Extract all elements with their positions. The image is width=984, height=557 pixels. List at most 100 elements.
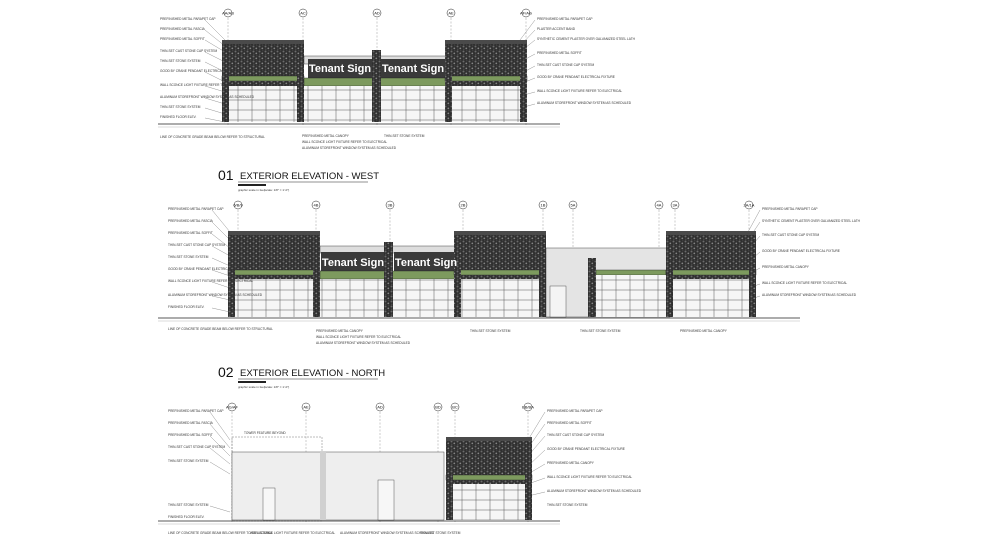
grid-tag: 2A/1A bbox=[744, 203, 755, 208]
callout-text: THIN-SET CAST STONE CAP SYSTEM bbox=[547, 433, 604, 437]
scale-note: graphic scale in feet bbox=[238, 188, 265, 192]
elevation-01-bottom-callouts: PREFINISHED METAL CANOPY WALL SCONCE LIG… bbox=[302, 134, 425, 150]
elevation-02-title: 02 EXTERIOR ELEVATION - NORTH graphic sc… bbox=[218, 364, 385, 389]
grid-tag: 3B bbox=[388, 203, 393, 208]
callout-text: WALL SCONCE LIGHT FIXTURE REFER TO ELECT… bbox=[168, 279, 253, 283]
grid-tag: AF/AG bbox=[520, 11, 532, 16]
grid-tag: 3A bbox=[673, 203, 678, 208]
callout-text: WALL SCONCE LIGHT FIXTURE REFER TO ELECT… bbox=[762, 281, 847, 285]
callout-text: THIN-SET STONE SYSTEM bbox=[420, 531, 461, 535]
elevation-number: 01 bbox=[218, 167, 234, 183]
grid-tag: AE bbox=[448, 11, 454, 16]
elevation-02-grid-tags: 6/B/9 4B 3B 2B 1B 5A 4A 3A 2A/1A bbox=[233, 200, 755, 210]
elevation-02-signs: Tenant Sign Tenant Sign bbox=[322, 257, 457, 269]
callout-text: ALUMINUM STOREFRONT WINDOW SYSTEM AS SCH… bbox=[547, 489, 642, 493]
callout-text: THIN-SET STONE SYSTEM bbox=[168, 255, 209, 259]
elevation-01-title: 01 EXTERIOR ELEVATION - WEST graphic sca… bbox=[218, 167, 379, 192]
callout-text: THIN-SET STONE SYSTEM bbox=[470, 329, 511, 333]
callout-text: THIN-SET CAST STONE CAP SYSTEM bbox=[762, 233, 819, 237]
callout-text: FINISHED FLOOR ELEV. bbox=[168, 305, 205, 309]
grid-tag: BD bbox=[435, 405, 441, 410]
tenant-sign: Tenant Sign bbox=[395, 257, 457, 269]
callout-text: THIN-SET CAST STONE CAP SYSTEM bbox=[537, 63, 594, 67]
grid-tag: 4A bbox=[657, 203, 662, 208]
callout-text: WALL SCONCE LIGHT FIXTURE REFER TO ELECT… bbox=[250, 531, 335, 535]
callout-text: PREFINISHED METAL CANOPY bbox=[302, 134, 350, 138]
callout-text: PREFINISHED METAL SOFFIT bbox=[160, 37, 205, 41]
elevation-01-callouts-right: PREFINISHED METAL PARAPET CAP PLASTER AC… bbox=[537, 17, 636, 105]
elevation-title: EXTERIOR ELEVATION - WEST bbox=[240, 171, 379, 182]
scale-note: graphic scale in feet bbox=[238, 385, 265, 389]
elevation-02-callouts-left: PREFINISHED METAL PARAPET CAP PREFINISHE… bbox=[168, 207, 273, 331]
callout-text: ALUMINUM STOREFRONT WINDOW SYSTEM AS SCH… bbox=[762, 293, 857, 297]
grid-tag: 1B bbox=[541, 203, 546, 208]
callout-text: PREFINISHED METAL CANOPY bbox=[316, 329, 364, 333]
grid-tag: AG/AF bbox=[226, 405, 239, 410]
elevation-01-signs: Tenant Sign Tenant Sign bbox=[309, 63, 444, 75]
callout-text: PREFINISHED METAL PARAPET CAP bbox=[762, 207, 818, 211]
callout-text: ALUMINUM STOREFRONT WINDOW SYSTEM AS SCH… bbox=[302, 146, 397, 150]
callout-text: GOOD BY CRANE PENDANT ELECTRICAL FIXTURE bbox=[537, 75, 615, 79]
callout-text: PLASTER ACCENT BAND bbox=[537, 27, 576, 31]
callout-text: THIN-SET CAST STONE CAP SYSTEM bbox=[168, 445, 225, 449]
callout-text: PREFINISHED METAL PARAPET CAP bbox=[168, 207, 224, 211]
grid-tag: BC bbox=[452, 405, 458, 410]
callout-text: ALUMINUM STOREFRONT WINDOW SYSTEM AS SCH… bbox=[316, 341, 411, 345]
callout-text: PREFINISHED METAL FASCIA bbox=[160, 27, 206, 31]
callout-text: PREFINISHED METAL CANOPY bbox=[547, 461, 595, 465]
elevation-01-grid-tags: AA/AB AC AD AE AF/AG bbox=[222, 8, 532, 18]
elevation-03-labels: TOWER FEATURE BEYOND PREFINISHED METAL P… bbox=[168, 409, 642, 535]
callout-text: PREFINISHED METAL SOFFIT bbox=[168, 231, 213, 235]
grid-tag: AD bbox=[374, 11, 380, 16]
callout-text: ALUMINUM STOREFRONT WINDOW SYSTEM AS SCH… bbox=[160, 95, 255, 99]
callout-text: FINISHED FLOOR ELEV. bbox=[160, 115, 197, 119]
callout-text: PREFINISHED METAL CANOPY bbox=[680, 329, 728, 333]
callout-text: PREFINISHED METAL PARAPET CAP bbox=[160, 17, 216, 21]
callout-text: GOOD BY CRANE PENDANT ELECTRICAL FIXTURE bbox=[762, 249, 840, 253]
callout-text: PREFINISHED METAL SOFFIT bbox=[547, 421, 592, 425]
callout-text: GOOD BY CRANE PENDANT ELECTRICAL FIXTURE bbox=[160, 69, 238, 73]
callout-text: LINE OF CONCRETE GRADE BEAM BELOW REFER … bbox=[160, 135, 265, 139]
callout-text: PREFINISHED METAL FASCIA bbox=[168, 219, 214, 223]
callout-text: SYNTHETIC CEMENT PLASTER OVER GALVANIZED… bbox=[537, 37, 636, 41]
grid-tag: AA/AB bbox=[222, 11, 234, 16]
grid-tag: AE bbox=[303, 405, 309, 410]
elevation-number: 02 bbox=[218, 364, 234, 380]
elevation-02-drawing bbox=[158, 209, 800, 322]
callout-text: ALUMINUM STOREFRONT WINDOW SYSTEM AS SCH… bbox=[340, 531, 435, 535]
callout-text: FINISHED FLOOR ELEV. bbox=[168, 515, 205, 519]
callout-text: THIN-SET STONE SYSTEM bbox=[384, 134, 425, 138]
grid-tag: 2B bbox=[461, 203, 466, 208]
grid-tag: 4B bbox=[314, 203, 319, 208]
scale-note: (scale: 1/8" = 1'-0") bbox=[264, 188, 289, 192]
callout-text: ALUMINUM STOREFRONT WINDOW SYSTEM AS SCH… bbox=[168, 293, 263, 297]
elevation-02-bottom-callouts: PREFINISHED METAL CANOPY WALL SCONCE LIG… bbox=[316, 329, 728, 345]
elevation-title: EXTERIOR ELEVATION - NORTH bbox=[240, 368, 385, 379]
callout-text: LINE OF CONCRETE GRADE BEAM BELOW REFER … bbox=[168, 327, 273, 331]
callout-text: WALL SCONCE LIGHT FIXTURE REFER TO ELECT… bbox=[316, 335, 401, 339]
callout-text: THIN-SET STONE SYSTEM bbox=[160, 105, 201, 109]
callout-text: WALL SCONCE LIGHT FIXTURE REFER TO ELECT… bbox=[537, 89, 622, 93]
elevation-02-callouts-right: PREFINISHED METAL PARAPET CAP SYNTHETIC … bbox=[762, 207, 861, 297]
elevation-01-drawing bbox=[158, 18, 560, 128]
callout-text: THIN-SET CAST STONE CAP SYSTEM bbox=[168, 243, 225, 247]
callout-text: THIN-SET STONE SYSTEM bbox=[160, 59, 201, 63]
callout-text: PREFINISHED METAL PARAPET CAP bbox=[168, 409, 224, 413]
grid-tag: 5A bbox=[571, 203, 576, 208]
callout-text: PREFINISHED METAL PARAPET CAP bbox=[537, 17, 593, 21]
scale-note: (scale: 1/8" = 1'-0") bbox=[264, 385, 289, 389]
callout-text: THIN-SET STONE SYSTEM bbox=[547, 503, 588, 507]
grid-tag: 6/B/9 bbox=[233, 203, 243, 208]
callout-text: LINE OF CONCRETE GRADE BEAM BELOW REFER … bbox=[168, 531, 273, 535]
callout-text: GOOD BY CRANE PENDANT ELECTRICAL FIXTURE bbox=[168, 267, 246, 271]
elevation-01-callouts-left: PREFINISHED METAL PARAPET CAP PREFINISHE… bbox=[160, 17, 265, 139]
callout-text: PREFINISHED METAL PARAPET CAP bbox=[547, 409, 603, 413]
callout-text: WALL SCONCE LIGHT FIXTURE REFER TO ELECT… bbox=[547, 475, 632, 479]
callout-text: ALUMINUM STOREFRONT WINDOW SYSTEM AS SCH… bbox=[537, 101, 632, 105]
grid-tag: AD bbox=[377, 405, 383, 410]
tower-feature-label: TOWER FEATURE BEYOND bbox=[244, 431, 286, 435]
tenant-sign: Tenant Sign bbox=[382, 63, 444, 75]
callout-text: THIN-SET STONE SYSTEM bbox=[580, 329, 621, 333]
callout-text: SYNTHETIC CEMENT PLASTER OVER GALVANIZED… bbox=[762, 219, 861, 223]
